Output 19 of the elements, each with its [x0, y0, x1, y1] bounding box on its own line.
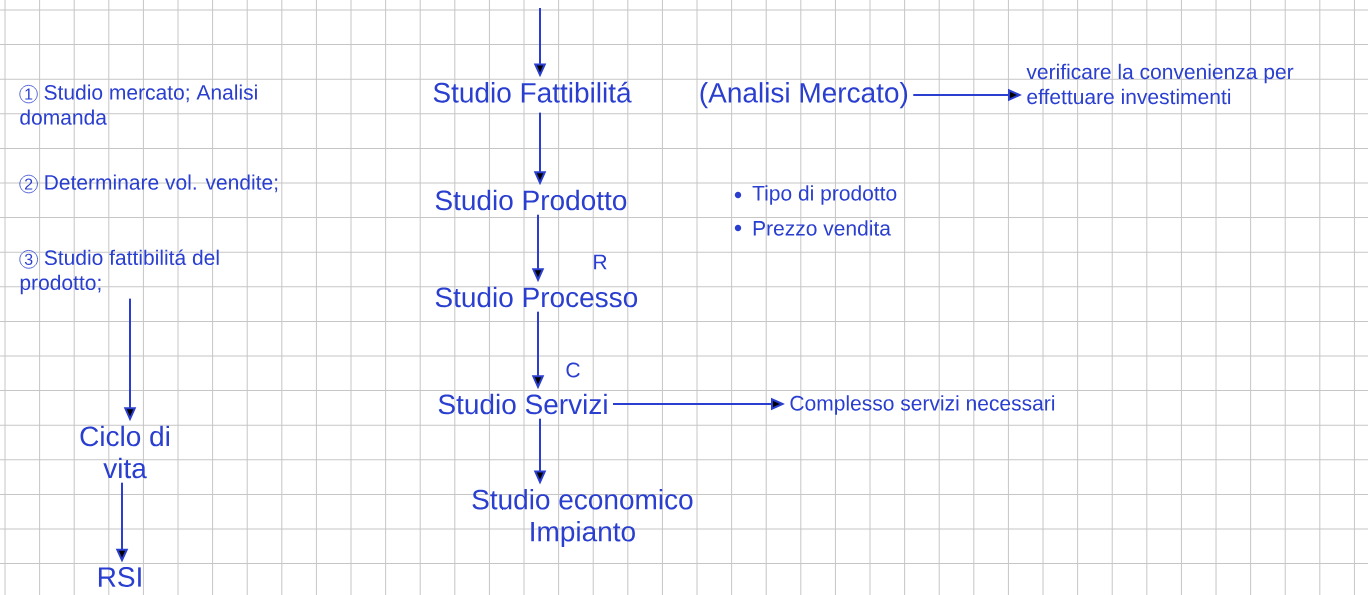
- step-text: Studio Prodotto: [435, 189, 627, 211]
- note-text: Complesso servizi necessari: [790, 395, 1055, 415]
- edge-label: C: [566, 362, 580, 378]
- step-text: 3 Studio fattibilitá del prodotto;: [19, 249, 219, 295]
- edge-label: R: [594, 254, 607, 270]
- step-text: Ciclo di vita: [80, 425, 169, 479]
- step-text: Studio Fattibilitá (Analisi Mercato): [433, 81, 908, 109]
- step-text: Studio Servizi: [438, 393, 607, 415]
- bullet-text: Tipo di prodotto: [752, 185, 897, 205]
- step-text: 2 Determinare vol. vendite;: [19, 174, 278, 194]
- step-text: Studio Processo: [435, 286, 638, 308]
- step-text: RSI: [98, 567, 141, 587]
- callout-number: 3: [19, 250, 38, 269]
- step-text: Studio economico Impianto: [472, 488, 693, 548]
- callout-number: 2: [19, 174, 38, 194]
- callout-number: 1: [19, 84, 38, 104]
- note-text: verificare la convenienza per effettuare investimenti: [1026, 63, 1294, 105]
- step-text: 1 Studio mercato; Analisi domanda: [19, 84, 257, 125]
- bullet-text: Prezzo vendita: [753, 220, 891, 236]
